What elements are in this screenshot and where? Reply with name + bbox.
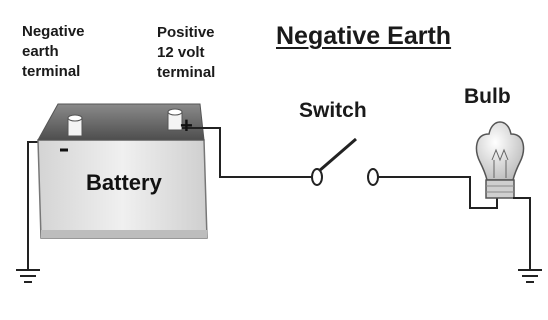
negative-label-line-2: earth [22,43,59,60]
ground-symbol-right [518,269,542,283]
positive-label-line-2: 12 volt [157,44,205,61]
negative-label-line-3: terminal [22,63,81,80]
negative-terminal [60,114,83,152]
negative-label-line-1: Negative [22,23,85,40]
positive-terminal [167,108,183,131]
battery-label: Battery [86,170,162,195]
plus-symbol: + [180,113,193,138]
bulb-label: Bulb [464,85,511,108]
bulb [475,121,525,199]
switch-label: Switch [299,99,367,122]
diagram-title: Negative Earth [276,22,452,50]
positive-wire [182,127,314,178]
positive-terminal-label: Positive 12 volt terminal [157,23,215,83]
switch [311,137,379,186]
positive-label-line-1: Positive [157,24,215,41]
ground-symbol-left [16,269,40,283]
bulb-wire [378,176,498,209]
negative-terminal-label: Negative earth terminal [22,22,85,82]
positive-label-line-3: terminal [157,64,216,81]
bulb-earth-wire [513,197,531,270]
